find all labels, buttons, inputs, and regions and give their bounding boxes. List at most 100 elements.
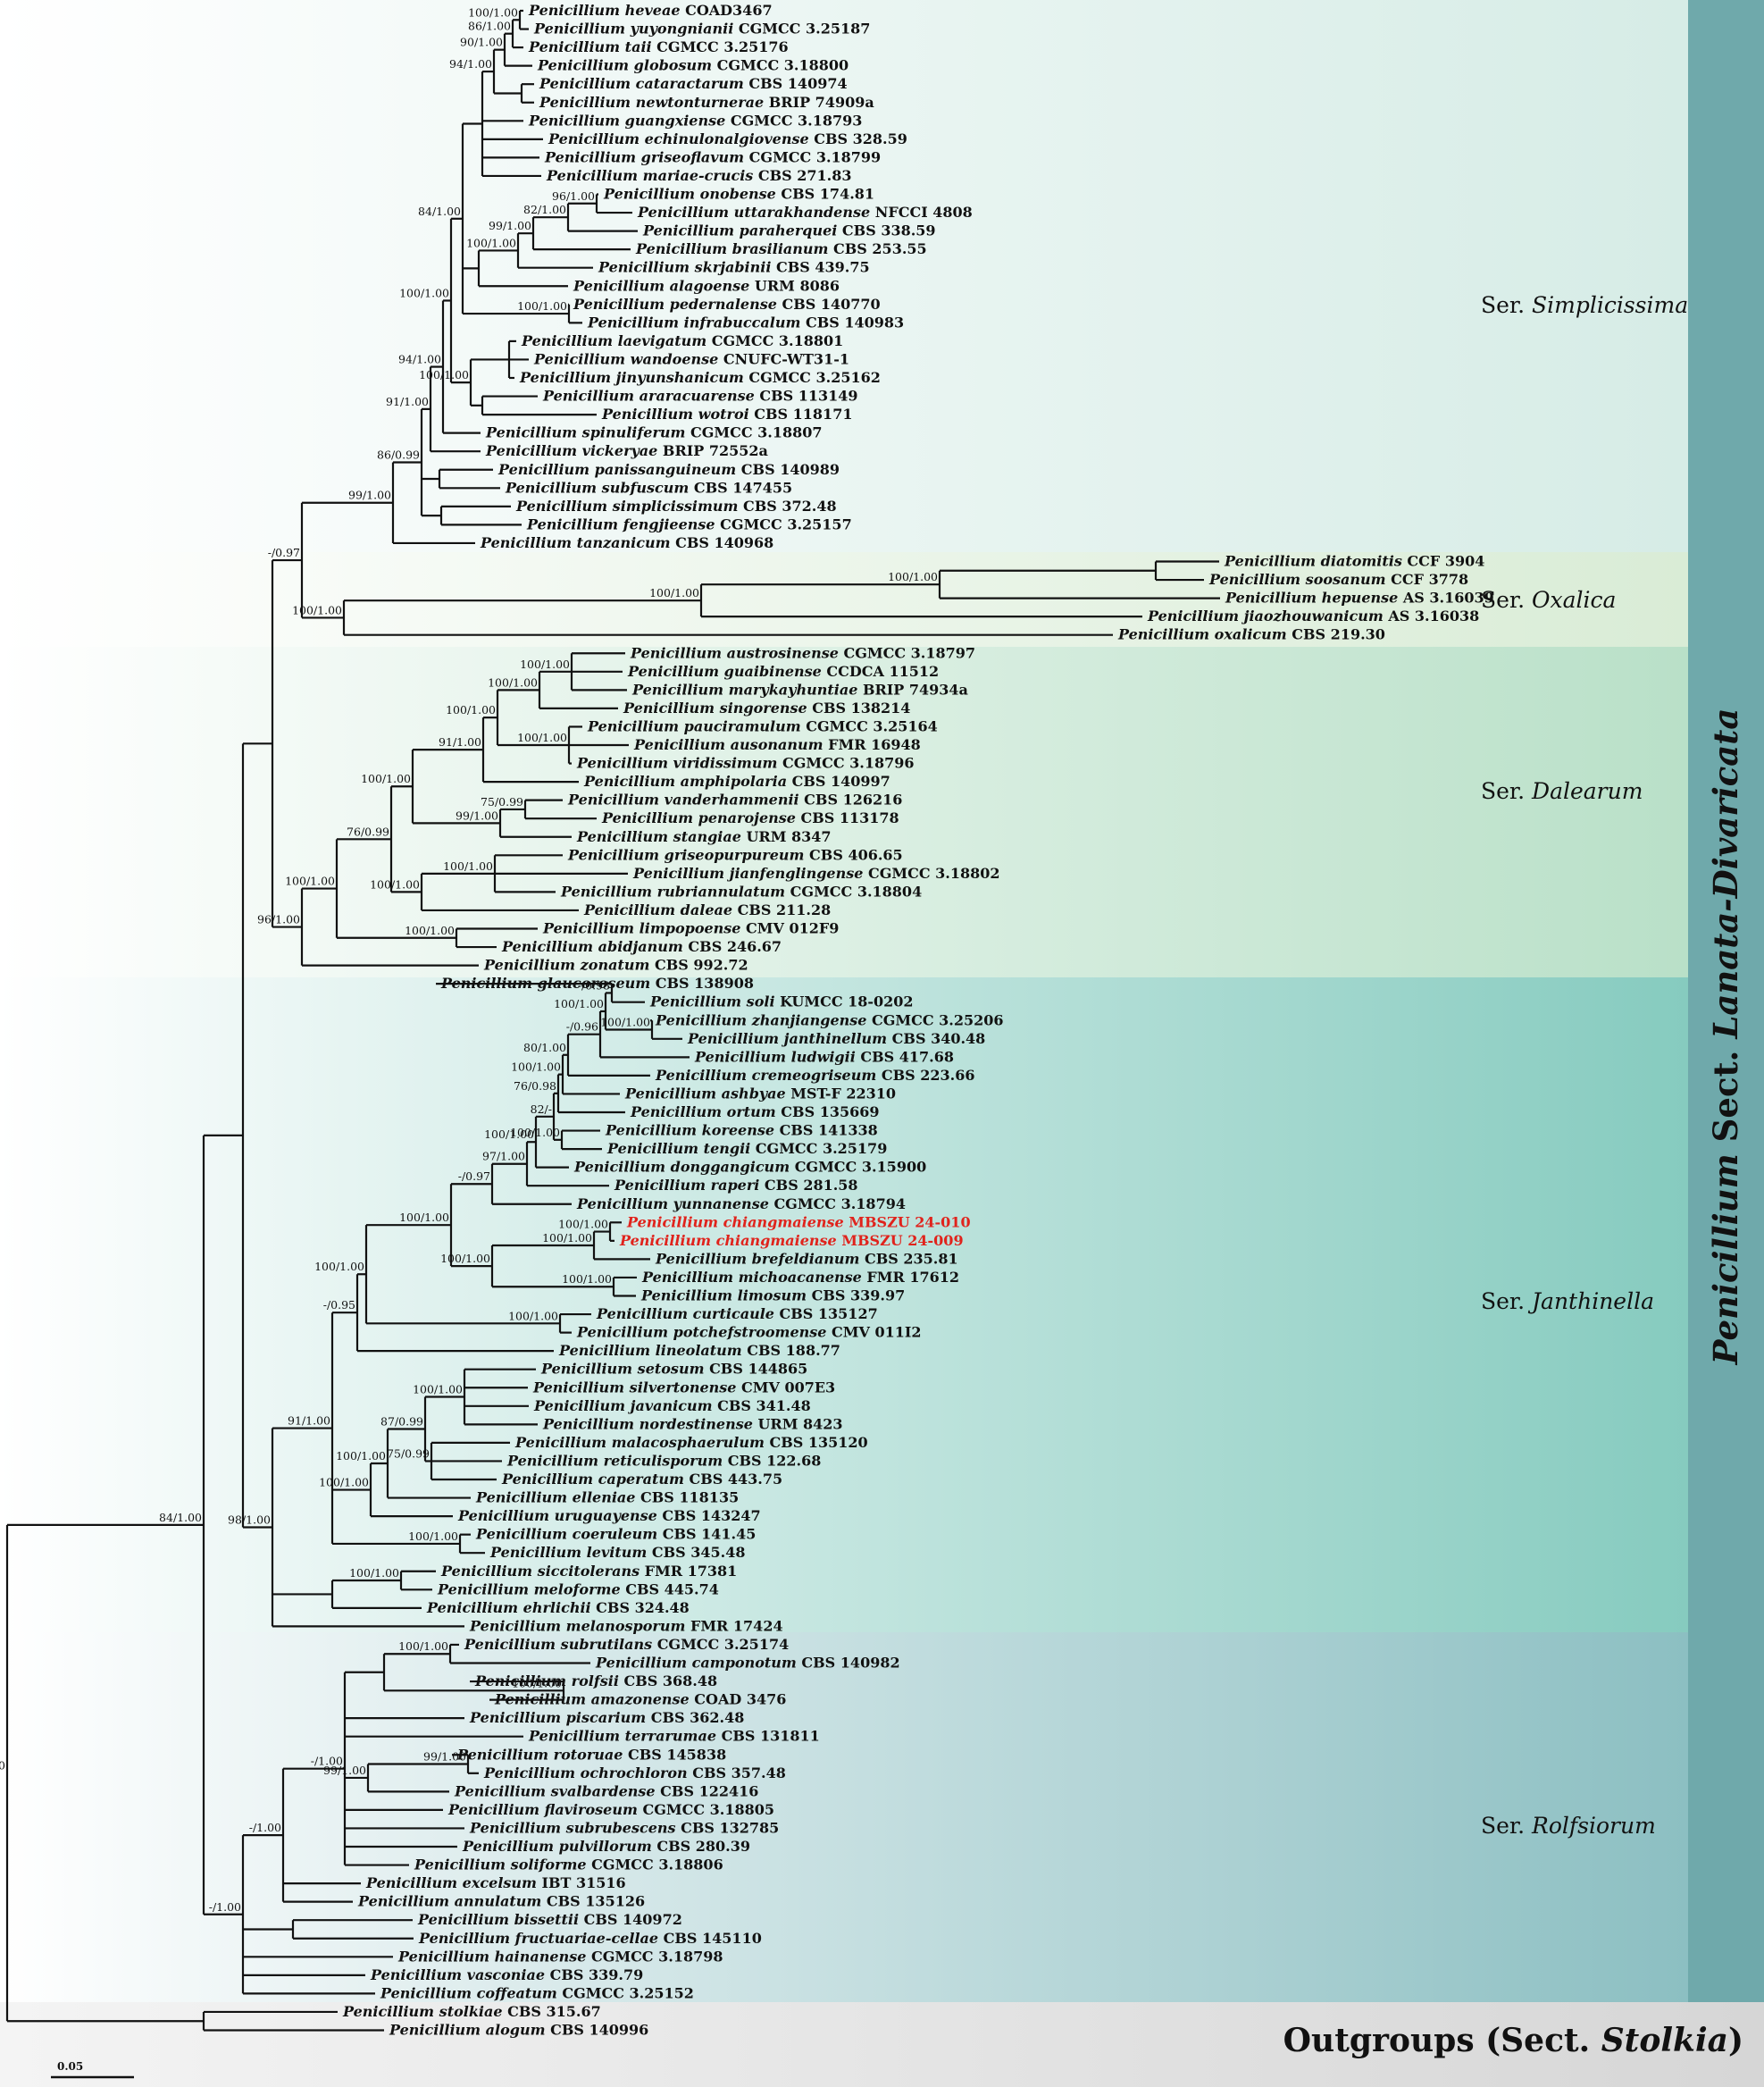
strain-id: MBSZU 24-009 (837, 1232, 964, 1249)
strain-id: CMV 012F9 (740, 920, 839, 937)
species-name: Penicillium bissettii (417, 1911, 579, 1928)
tip-label: Penicillium panissanguineum CBS 140989 (497, 461, 840, 478)
strain-id: CGMCC 3.18806 (587, 1857, 723, 1873)
support-value-n_d5: 100/1.00 (446, 703, 496, 717)
species-name: Penicillium griseopurpureum (567, 846, 804, 863)
strain-id: KUMCC 18-0202 (775, 993, 914, 1010)
support-value-n_s13: 100/1.00 (466, 236, 516, 249)
tip-label: Penicillium glaucoroseum CBS 138908 (440, 975, 754, 992)
strain-id: CBS 340.48 (887, 1030, 985, 1047)
strain-id: CBS 138214 (807, 700, 911, 717)
species-name: Penicillium araracuarense (542, 388, 755, 405)
support-value-n_j1: 91/1.00 (288, 1414, 330, 1428)
tip-label: Penicillium brefeldianum CBS 235.81 (655, 1250, 958, 1267)
strain-id: CGMCC 3.25157 (715, 515, 852, 532)
support-value-n_s15: 82/1.00 (523, 203, 566, 216)
tip-label: Penicillium janthinellum CBS 340.48 (687, 1030, 985, 1047)
species-name: Penicillium paraherquei (642, 222, 837, 239)
tip-label: Penicillium curticaule CBS 135127 (596, 1305, 878, 1322)
strain-id: CBS 141.45 (657, 1526, 756, 1543)
species-name: Penicillium reticulisporum (506, 1452, 723, 1469)
support-value-n_r2: -/1.00 (311, 1755, 343, 1768)
tip-label: Penicillium oxalicum CBS 219.30 (1117, 626, 1385, 643)
band-rolfsiorum (0, 1632, 1688, 2002)
tip-label: Penicillium raperi CBS 281.58 (614, 1177, 858, 1194)
scale-bar-label: 0.05 (57, 2060, 83, 2073)
strain-id: IBT 31516 (537, 1874, 626, 1891)
species-name: Penicillium soosanum (1208, 571, 1386, 588)
tip-label: Penicillium tanzanicum CBS 140968 (480, 534, 773, 551)
strain-id: CBS 188.77 (742, 1342, 840, 1359)
strain-id: CBS 140997 (787, 773, 890, 790)
strain-id: CBS 372.48 (738, 498, 836, 515)
tip-label: Penicillium yunnanense CGMCC 3.18794 (576, 1195, 906, 1212)
strain-id: CBS 132785 (676, 1819, 780, 1836)
strain-id: CBS 135669 (776, 1103, 880, 1120)
tip-label: Penicillium fructuariae-cellae CBS 14511… (418, 1930, 762, 1947)
species-name: Penicillium rotoruae (456, 1746, 623, 1763)
band-outgroup (0, 2002, 1764, 2087)
species-name: Penicillium setosum (540, 1361, 705, 1378)
species-name: Penicillium fructuariae-cellae (418, 1930, 658, 1947)
tip-label: Penicillium hepuense AS 3.16039 (1225, 590, 1494, 607)
support-value-n_jan: 98/1.00 (228, 1513, 271, 1526)
support-value-n_r1: -/1.00 (249, 1821, 281, 1834)
species-name: Penicillium penarojense (601, 809, 796, 826)
species-name: Penicillium cremeogriseum (655, 1067, 876, 1084)
support-value-n_j2: -/0.95 (323, 1298, 355, 1312)
species-name: Penicillium elleniae (475, 1489, 635, 1506)
support-value-n_r4: 100/1.00 (398, 1639, 448, 1653)
support-value-n_j21: 100/1.00 (508, 1309, 558, 1322)
species-name: Penicillium potchefstroomense (576, 1324, 826, 1341)
strain-id: CGMCC 3.18805 (638, 1801, 774, 1818)
tip-label: Penicillium coffeatum CGMCC 3.25152 (380, 1984, 694, 2001)
strain-id: CBS 315.67 (503, 2003, 601, 2020)
strain-id: AS 3.16038 (1384, 608, 1479, 624)
tip-label: Penicillium subrubescens CBS 132785 (469, 1819, 779, 1836)
species-name: Penicillium griseoflavum (544, 148, 744, 165)
species-name: Penicillium jinyunshanicum (519, 369, 744, 386)
tip-label: Penicillium mariae-crucis CBS 271.83 (546, 167, 852, 184)
tip-label: Penicillium bissettii CBS 140972 (417, 1911, 682, 1928)
tip-label: Penicillium zhanjiangense CGMCC 3.25206 (655, 1011, 1004, 1028)
strain-id: CBS 122416 (656, 1782, 759, 1799)
strain-id: CGMCC 3.18801 (706, 332, 843, 349)
support-value-n_d11: 100/1.00 (370, 877, 420, 891)
tip-label: Penicillium singorense CBS 138214 (623, 700, 910, 717)
strain-id: CCDCA 11512 (822, 663, 939, 680)
strain-id: CGMCC 3.18796 (777, 755, 914, 772)
species-name: Penicillium coffeatum (380, 1984, 557, 2001)
tip-label: Penicillium silvertonense CMV 007E3 (532, 1379, 835, 1396)
support-value-n_j26: 75/0.99 (387, 1446, 430, 1460)
species-name: Penicillium subrutilans (464, 1636, 652, 1653)
tip-label: Penicillium laevigatum CGMCC 3.18801 (521, 332, 843, 349)
tip-label: Penicillium daleae CBS 211.28 (583, 901, 831, 918)
tip-label: Penicillium rolfsii CBS 368.48 (474, 1672, 717, 1689)
support-value-n_d3: 100/1.00 (361, 772, 411, 785)
series-label-simplicissima: Ser. Simplicissima (1481, 292, 1688, 318)
strain-id: CGMCC 3.18802 (863, 865, 999, 882)
species-name: Penicillium heveae (528, 2, 681, 19)
strain-id: CGMCC 3.18800 (712, 57, 849, 74)
strain-id: CCF 3778 (1386, 571, 1469, 588)
strain-id: CBS 140972 (579, 1911, 682, 1928)
support-value-n_j27: 100/1.00 (408, 1530, 458, 1543)
species-name: Penicillium mariae-crucis (546, 167, 753, 184)
tip-label: Penicillium soli KUMCC 18-0202 (649, 993, 914, 1010)
strain-id: CMV 007E3 (736, 1379, 835, 1396)
species-name: Penicillium malacosphaerulum (514, 1434, 765, 1451)
species-name: Penicillium amazonense (494, 1691, 690, 1708)
tip-label: Penicillium ochrochloron CBS 357.48 (483, 1764, 786, 1781)
species-name: Penicillium onobense (603, 186, 776, 203)
strain-id: CBS 324.48 (591, 1599, 690, 1616)
tip-label: Penicillium jiaozhouwanicum AS 3.16038 (1147, 608, 1479, 624)
species-name: Penicillium panissanguineum (497, 461, 736, 478)
species-name: Penicillium nordestinense (542, 1415, 753, 1432)
species-name: Penicillium alagoense (573, 277, 749, 294)
species-name: Penicillium melanosporum (469, 1617, 685, 1634)
species-name: Penicillium cataractarum (539, 75, 744, 92)
species-name: Penicillium soliforme (414, 1857, 587, 1873)
strain-id: BRIP 72552a (657, 442, 768, 459)
species-name: Penicillium flaviroseum (447, 1801, 638, 1818)
strain-id: NFCCI 4808 (870, 204, 973, 221)
